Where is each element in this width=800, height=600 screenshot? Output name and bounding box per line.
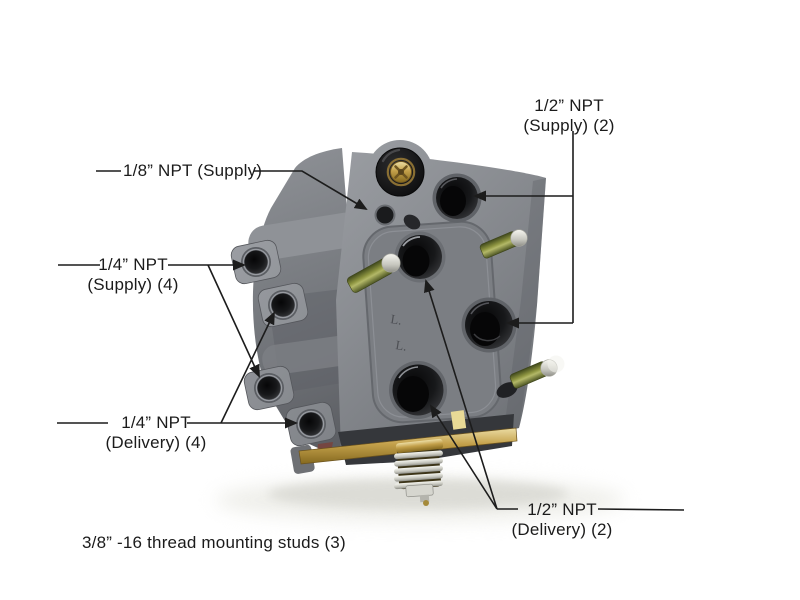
leader-delivery-quarter-arrow-2 [220, 311, 275, 424]
valve-underside-assembly [290, 410, 518, 506]
label-quarter-npt-supply: 1/4” NPT (Supply) (4) [76, 255, 190, 295]
label-half-npt-delivery: 1/2” NPT (Delivery) (2) [500, 500, 624, 540]
label-mounting-studs: 3/8” -16 thread mounting studs (3) [82, 533, 346, 553]
label-line-1: 1/4” NPT [121, 413, 191, 432]
label-quarter-npt-delivery: 1/4” NPT (Delivery) (4) [96, 413, 216, 453]
port-half-npt-delivery-center [394, 231, 446, 283]
leader-supply-eighth-arrow [254, 170, 368, 211]
mounting-stud-bottom-right [509, 355, 565, 389]
leader-lines [57, 131, 685, 511]
label-line-1: 1/8” NPT (Supply) [123, 161, 263, 180]
corner-recess [496, 382, 518, 398]
svg-text:L.: L. [395, 337, 408, 354]
label-line-1: 1/2” NPT [534, 96, 604, 115]
label-line-1: 1/2” NPT [527, 500, 597, 519]
label-line-2: (Supply) (2) [523, 116, 615, 135]
port-half-npt-supply-top [432, 173, 482, 223]
label-half-npt-supply: 1/2” NPT (Supply) (2) [504, 96, 634, 136]
mounting-studs [347, 229, 565, 389]
leader-supply-quarter-arrow-2 [207, 264, 260, 378]
mounting-stud-left [347, 253, 401, 293]
leader-delivery-half-arrow-1 [424, 279, 498, 510]
port-quarter-delivery-2 [285, 401, 337, 447]
label-line-2: (Supply) (4) [87, 275, 179, 294]
port-quarter-supply-2 [243, 365, 295, 411]
label-eighth-npt-supply: 1/8” NPT (Supply) [123, 161, 262, 181]
label-line-1: 1/4” NPT [98, 255, 168, 274]
label-line-2: (Delivery) (4) [105, 433, 207, 452]
leader-delivery-half-arrow-2 [429, 404, 498, 510]
spring-nut [405, 483, 434, 498]
exhaust-spring [394, 438, 444, 506]
quarter-npt-port-bosses [230, 239, 337, 447]
small-openings [374, 204, 518, 398]
brass-shim [450, 410, 467, 430]
label-line-2: (Delivery) (2) [511, 520, 613, 539]
port-half-npt-supply-mid [461, 297, 517, 353]
port-quarter-supply-1 [230, 239, 282, 285]
svg-text:L.: L. [390, 311, 403, 328]
port-half-npt-delivery-bottom [389, 361, 447, 419]
leader-delivery-half-right [597, 508, 685, 511]
kidney-recess [403, 214, 421, 230]
exhaust-cap [375, 147, 425, 197]
mounting-stud-top-right [479, 229, 528, 259]
label-line-1: 3/8” -16 thread mounting studs (3) [82, 533, 346, 552]
